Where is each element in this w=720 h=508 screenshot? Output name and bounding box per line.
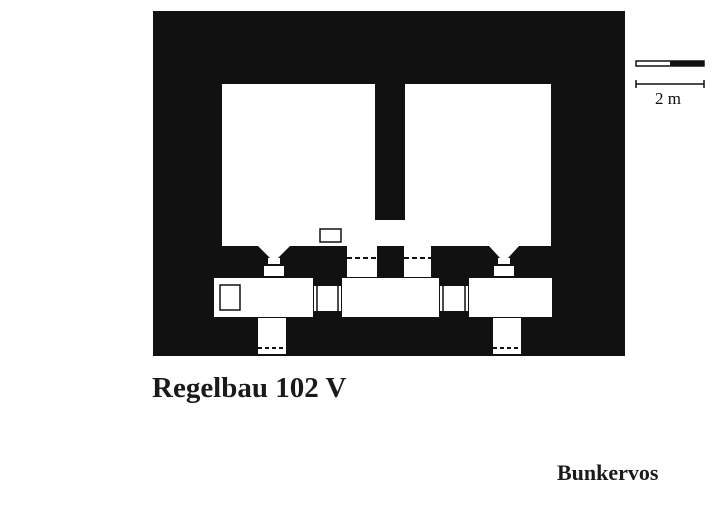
right-entrance-passage <box>404 246 431 277</box>
right-doorway <box>440 286 468 311</box>
right-embrasure <box>489 246 519 276</box>
center-lower-room <box>342 278 439 317</box>
left-room-fixture <box>219 284 241 311</box>
left-exit <box>258 318 286 354</box>
left-doorway <box>314 286 341 311</box>
right-chamber <box>405 84 551 246</box>
left-chamber <box>222 84 375 246</box>
scale-bar <box>635 60 705 88</box>
scale-label: 2 m <box>655 89 681 108</box>
chamber-connector <box>375 220 405 246</box>
diagram-title: Regelbau 102 V <box>152 372 347 404</box>
right-lower-room <box>469 278 552 317</box>
wall-niche <box>319 228 342 243</box>
left-embrasure <box>258 246 290 276</box>
right-exit <box>493 318 521 354</box>
source-credit: Bunkervos <box>557 460 659 485</box>
left-entrance-passage <box>347 246 377 277</box>
